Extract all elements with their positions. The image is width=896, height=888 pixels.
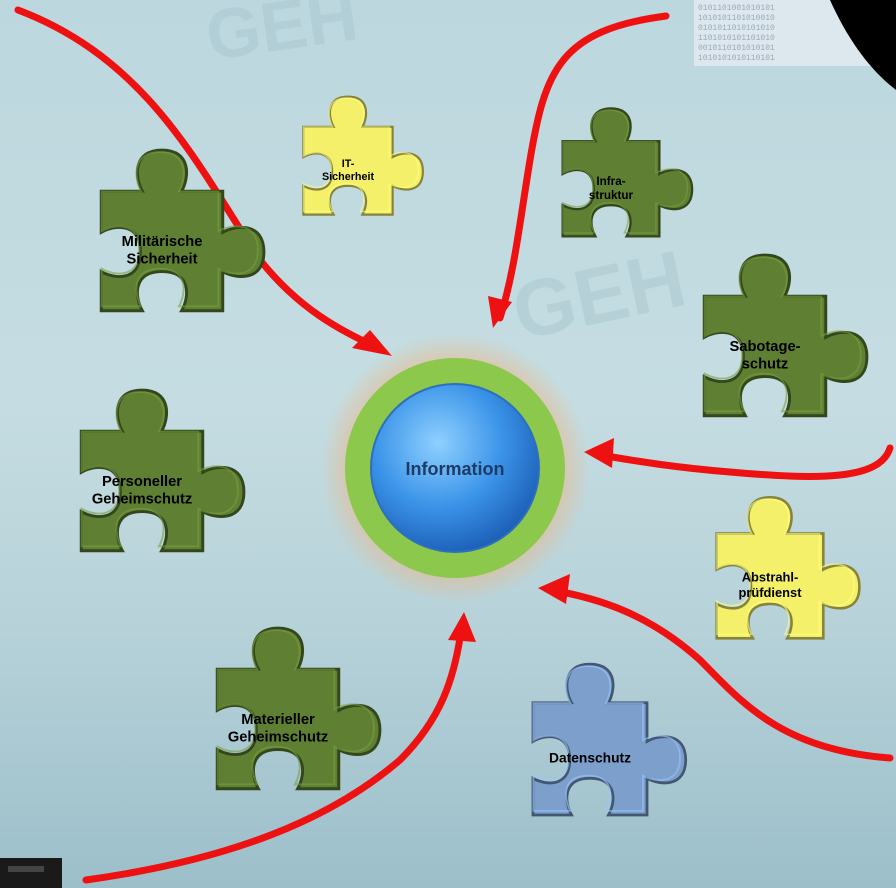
puzzle-piece-shape xyxy=(302,95,424,216)
puzzle-piece-label: struktur xyxy=(589,189,634,202)
svg-text:1010101010110101: 1010101010110101 xyxy=(698,54,775,63)
puzzle-piece-shape xyxy=(79,388,246,553)
svg-text:0101011010101010: 0101011010101010 xyxy=(698,24,775,33)
puzzle-piece-label: Abstrahl- xyxy=(742,570,799,585)
puzzle-piece-shape xyxy=(561,107,694,238)
puzzle-piece-highlight xyxy=(562,109,689,234)
arrow-top xyxy=(496,12,670,322)
puzzle-piece-sabotageschutz: Sabotage-schutz xyxy=(702,253,869,418)
puzzle-piece-highlight xyxy=(532,665,681,812)
puzzle-piece-shape xyxy=(215,626,382,791)
information-sphere xyxy=(370,383,540,553)
puzzle-piece-label: Militärische xyxy=(122,234,203,250)
binary-image-fragment: 0101101001010101 1010101101010010 010101… xyxy=(694,0,896,90)
arrowhead-right-lower xyxy=(538,574,570,604)
information-node: Information xyxy=(320,333,590,603)
puzzle-piece-highlight xyxy=(216,629,375,786)
puzzle-piece-label: Materieller xyxy=(241,712,315,728)
puzzle-piece-shape xyxy=(531,662,688,817)
arrowhead-bottom xyxy=(448,612,476,642)
puzzle-piece-it-sicherheit: IT-Sicherheit xyxy=(302,95,424,216)
puzzle-piece-infrastruktur: Infra-struktur xyxy=(561,107,694,238)
puzzle-piece-label: Geheimschutz xyxy=(228,730,328,746)
puzzle-piece-abstrahlpruefdienst: Abstrahl-prüfdienst xyxy=(715,495,861,640)
puzzle-piece-label: IT- xyxy=(342,158,355,170)
puzzle-piece-highlight xyxy=(100,151,259,308)
arrowhead-right-upper xyxy=(584,438,614,468)
arrowhead-top-left xyxy=(352,330,392,356)
arrowheads xyxy=(352,296,614,642)
puzzle-piece-shape xyxy=(702,253,869,418)
puzzle-piece-label: schutz xyxy=(742,357,789,373)
arrow-bottom xyxy=(82,620,466,884)
svg-text:GEH: GEH xyxy=(505,234,693,357)
puzzle-piece-label: Sicherheit xyxy=(126,252,197,268)
puzzle-piece-label: Datenschutz xyxy=(549,751,631,766)
svg-text:1010101101010010: 1010101101010010 xyxy=(698,14,775,23)
information-label: Information xyxy=(406,459,505,479)
arrow-right-upper xyxy=(591,444,894,480)
svg-text:0101101001010101: 0101101001010101 xyxy=(698,4,775,13)
puzzle-piece-label: Sabotage- xyxy=(730,339,801,355)
puzzle-piece-datenschutz: Datenschutz xyxy=(531,662,688,817)
arrow-right-lower xyxy=(546,586,894,762)
image-fragment-bottom-left xyxy=(0,858,62,888)
arrows xyxy=(14,6,894,884)
puzzle-piece-shape xyxy=(715,495,861,640)
puzzle-piece-label: prüfdienst xyxy=(738,585,802,600)
svg-text:1101010101101010: 1101010101101010 xyxy=(698,34,775,43)
svg-text:GEH: GEH xyxy=(201,0,362,75)
puzzle-pieces: IT-SicherheitMilitärischeSicherheitInfra… xyxy=(79,95,869,817)
puzzle-piece-highlight xyxy=(80,391,239,548)
puzzle-piece-highlight xyxy=(703,256,862,413)
puzzle-piece-label: Infra- xyxy=(596,175,625,188)
puzzle-piece-shape xyxy=(99,148,266,313)
puzzle-piece-label: Personeller xyxy=(102,474,182,490)
puzzle-piece-highlight xyxy=(716,498,855,636)
puzzle-piece-label: Sicherheit xyxy=(322,171,375,183)
svg-text:0010110101010101: 0010110101010101 xyxy=(698,44,775,53)
puzzle-piece-highlight xyxy=(303,97,420,213)
puzzle-piece-label: Geheimschutz xyxy=(92,492,192,508)
arrowhead-top xyxy=(488,296,512,328)
